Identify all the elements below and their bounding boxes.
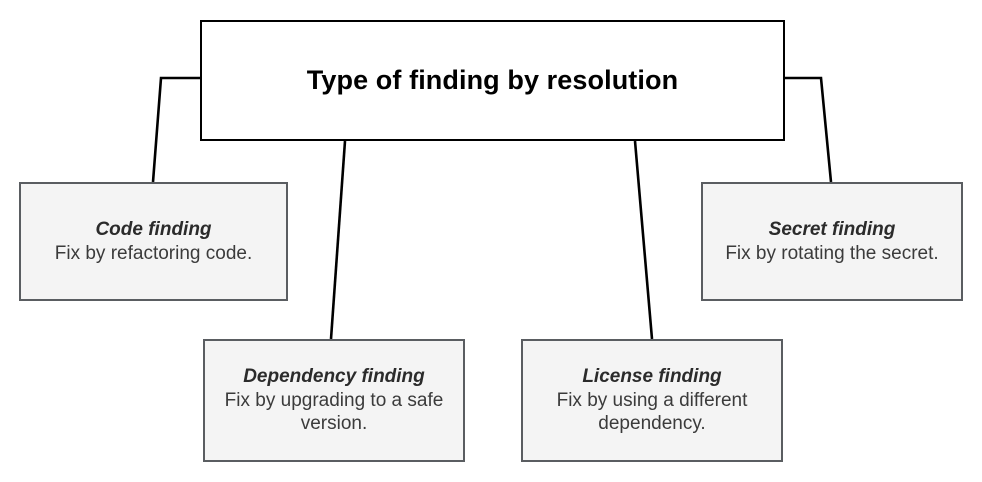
node-license-finding[interactable]: License finding Fix by using a different… [521, 339, 783, 462]
dependency-finding-description: Fix by upgrading to a safe version. [224, 390, 444, 435]
node-secret-finding[interactable]: Secret finding Fix by rotating the secre… [701, 182, 963, 301]
connector-root-to-dependency [329, 140, 347, 340]
root-title: Type of finding by resolution [306, 65, 679, 96]
license-finding-title: License finding [582, 366, 722, 388]
connector-root-to-license [633, 140, 654, 340]
node-root[interactable]: Type of finding by resolution [200, 20, 785, 141]
secret-finding-description: Fix by rotating the secret. [725, 242, 939, 264]
connector-root-to-secret [785, 76, 833, 183]
secret-finding-title: Secret finding [768, 219, 896, 241]
code-finding-title: Code finding [95, 219, 212, 241]
dependency-finding-title: Dependency finding [243, 366, 425, 388]
license-finding-description: Fix by using a different dependency. [556, 390, 748, 435]
connector-root-to-code [151, 76, 200, 183]
code-finding-description: Fix by refactoring code. [54, 242, 253, 264]
node-code-finding[interactable]: Code finding Fix by refactoring code. [19, 182, 288, 301]
node-dependency-finding[interactable]: Dependency finding Fix by upgrading to a… [203, 339, 465, 462]
